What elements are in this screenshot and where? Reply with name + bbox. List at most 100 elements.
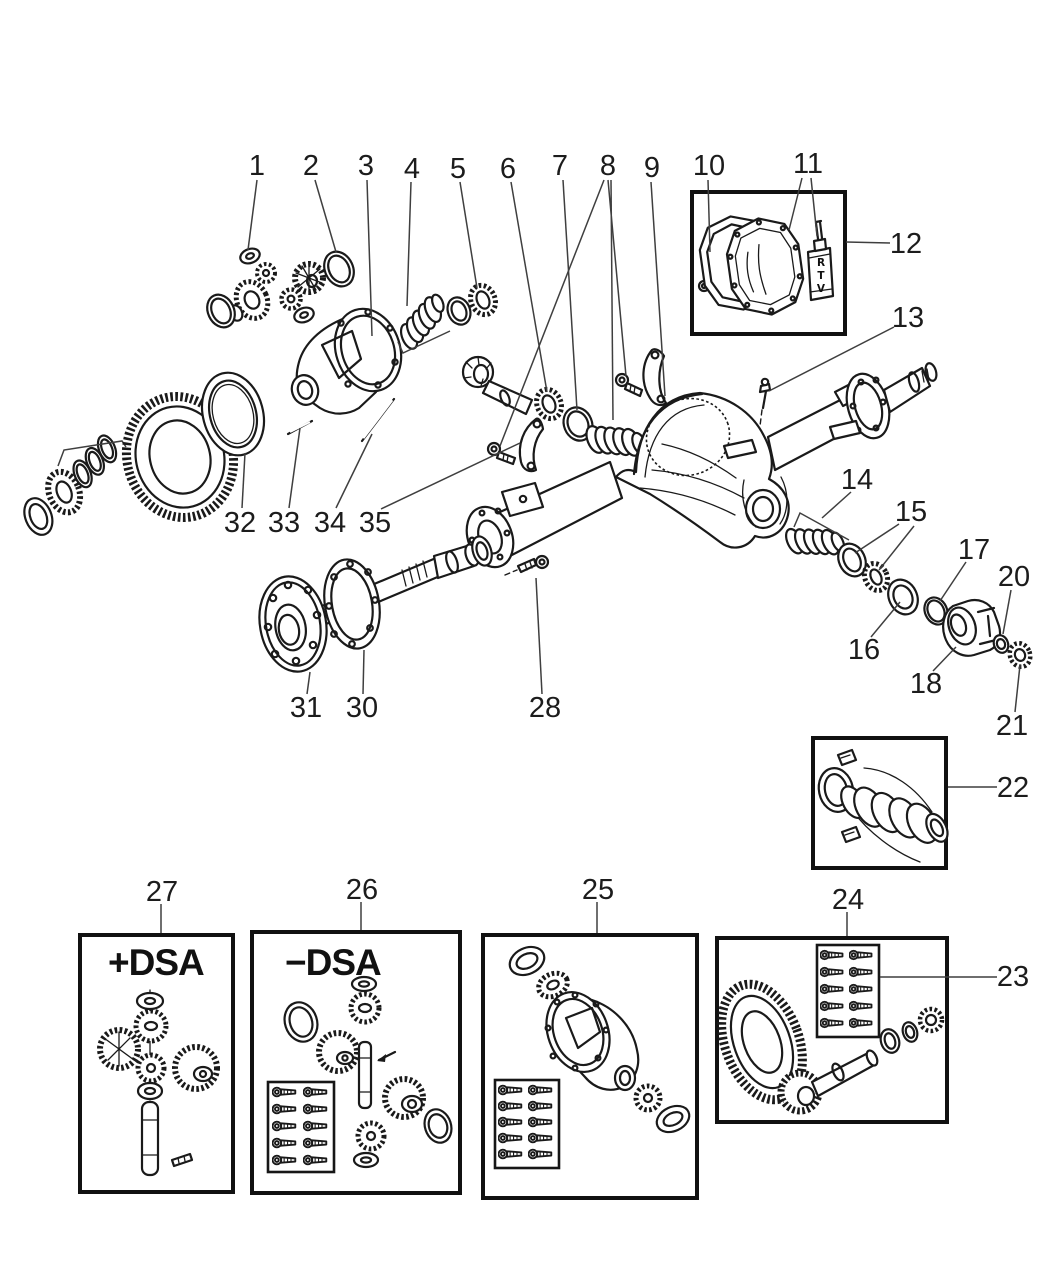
inset-box-diff-cover: R T V (690, 190, 847, 336)
callout-23: 23 (997, 961, 1029, 993)
callout-18: 18 (910, 668, 942, 700)
callout-17: 17 (958, 534, 990, 566)
leader-line-33 (288, 427, 301, 509)
leader-line-18 (932, 646, 957, 672)
leader-line-16 (870, 601, 901, 638)
oil-slinger-ring (200, 371, 266, 457)
rtv-sealant-tube: R T V (806, 219, 835, 302)
callout-9: 9 (644, 152, 660, 184)
leader-line-1 (247, 179, 258, 251)
pinion-preload-spring-set (397, 293, 451, 355)
leader-line-3 (366, 179, 373, 337)
plus-dsa-label: +DSA (108, 942, 204, 983)
callout-15: 15 (895, 496, 927, 528)
bolt-kit (266, 1080, 336, 1174)
bearing-cap-bolt-upper (614, 372, 644, 398)
inset-box-ring-and-pinion-kit (715, 936, 949, 1124)
callout-5: 5 (450, 153, 466, 185)
leader-line-15 (854, 523, 900, 554)
callout-6: 6 (500, 153, 516, 185)
callout-35: 35 (359, 507, 391, 539)
callout-25: 25 (582, 874, 614, 906)
leader-line-6 (510, 181, 548, 393)
leader-line-2 (314, 179, 337, 253)
bearing-cap-lower (518, 417, 545, 473)
inset-box-seal-kit (811, 736, 949, 870)
leader-line-30 (362, 649, 365, 695)
axle-vent (758, 377, 772, 427)
leader-line-7 (562, 179, 578, 411)
callout-2: 2 (303, 150, 319, 182)
rtv-letter-t: T (817, 270, 825, 282)
callout-3: 3 (358, 150, 374, 182)
leader-line-9 (650, 181, 666, 397)
leader-line-21 (1014, 664, 1021, 713)
callout-10: 10 (693, 150, 725, 182)
callout-24: 24 (832, 884, 864, 916)
axle-seal (887, 578, 919, 616)
differential-spider-gear-set (206, 247, 355, 329)
callout-34: 34 (314, 507, 346, 539)
rtv-letter-v: V (817, 283, 826, 295)
callout-30: 30 (346, 692, 378, 724)
axle-housing (465, 362, 938, 569)
leader-line-31 (306, 671, 311, 695)
callout-11: 11 (793, 148, 823, 180)
leader-line-4 (406, 181, 412, 307)
bearing-cap-bolt-lower (486, 441, 517, 466)
leader-line-34 (335, 433, 373, 509)
leader-line-28 (535, 577, 543, 695)
leader-line-14 (821, 491, 852, 519)
callout-28: 28 (529, 692, 561, 724)
collapsible-spacer (585, 425, 648, 457)
callout-12: 12 (890, 228, 922, 260)
callout-27: 27 (146, 876, 178, 908)
leader-line-15 (878, 525, 915, 571)
differential-case (290, 307, 403, 415)
leader-line-17 (939, 561, 967, 602)
pinion-gear-sub (777, 1049, 879, 1115)
callout-22: 22 (997, 772, 1029, 804)
rtv-letter-r: R (817, 257, 825, 269)
callout-16: 16 (848, 634, 880, 666)
spindle-lock-nut (1007, 640, 1033, 670)
leader-line-20 (1002, 589, 1012, 635)
axle-flange-gasket (323, 558, 381, 650)
bolt-kit (493, 1078, 561, 1170)
axle-washer (923, 596, 949, 626)
differential-cover (725, 217, 805, 316)
callout-13: 13 (892, 302, 924, 334)
leader-line-5 (459, 181, 478, 289)
leader-line-13 (768, 326, 895, 392)
leader-line-35 (380, 442, 521, 510)
callout-14: 14 (841, 464, 873, 496)
leader-line-10 (707, 179, 711, 253)
inset-box-minus-dsa: −DSA (250, 930, 462, 1195)
callout-7: 7 (552, 150, 568, 182)
pinion-bearing-and-ring (446, 282, 498, 326)
pinion-yoke-and-front-bearing (461, 355, 564, 422)
callout-31: 31 (290, 692, 322, 724)
bolt-kit (815, 943, 881, 1039)
axle-bearing-shim-set-right (785, 511, 850, 556)
callout-21: 21 (996, 710, 1028, 742)
leader-line-32 (241, 452, 246, 509)
ring-gear-lock-pin (286, 419, 314, 436)
seal-boot-stack (840, 767, 949, 863)
inset-box-diff-case-kit (481, 933, 699, 1200)
callout-4: 4 (404, 153, 420, 185)
leader-line-8 (610, 179, 614, 421)
differential-case-sub (544, 991, 640, 1092)
axle-bearing (837, 542, 891, 594)
leader-line-11 (788, 177, 803, 231)
callout-20: 20 (998, 561, 1030, 593)
pinion-mate-shaft (360, 397, 396, 443)
callout-8: 8 (600, 150, 616, 182)
leader-line-8 (499, 179, 605, 447)
inset-box-plus-dsa: +DSA (78, 933, 235, 1194)
callout-26: 26 (346, 874, 378, 906)
callout-33: 33 (268, 507, 300, 539)
pinion-seal-ring (562, 406, 594, 442)
